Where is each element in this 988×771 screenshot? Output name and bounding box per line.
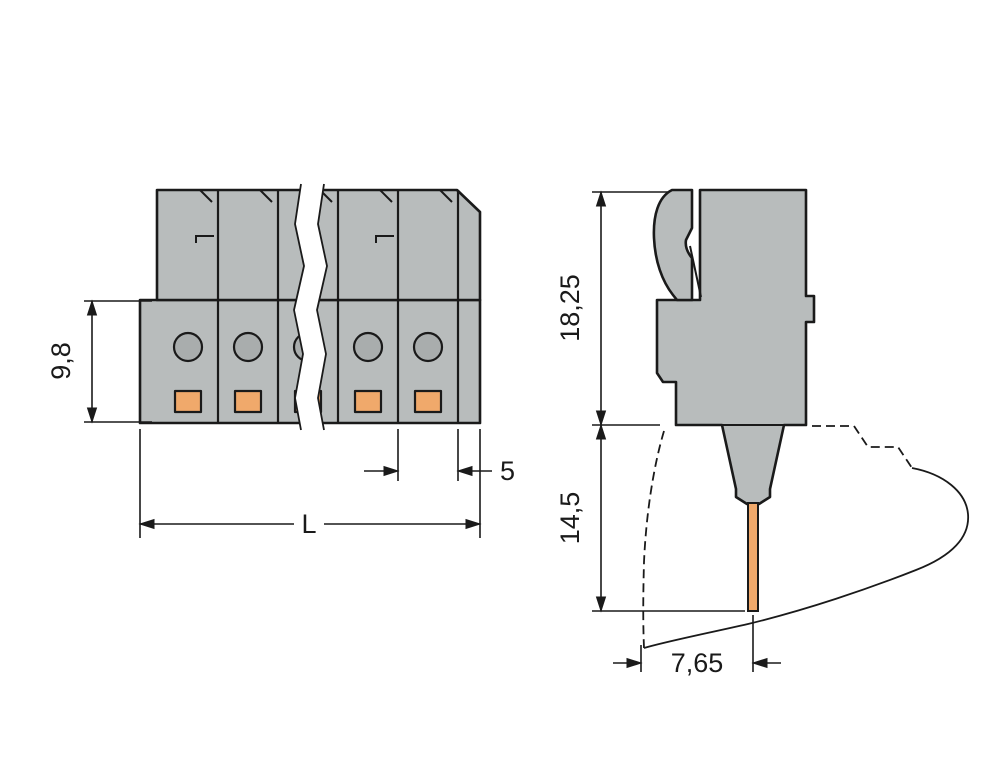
front-dimensions: 9,8 L 5: [46, 299, 515, 539]
dim-front-pitch: 5: [364, 429, 515, 486]
dim-side-lower: 14,5: [555, 423, 745, 613]
dim-front-length: L: [138, 429, 482, 539]
contact-hole: [352, 331, 384, 363]
latch-hook: [652, 188, 694, 302]
dim-label-front-length: L: [301, 509, 316, 539]
front-view: [138, 183, 482, 431]
panel-hidden-edge-right: [812, 425, 913, 469]
clamp-insert: [173, 389, 203, 414]
latch-lever-line: [689, 245, 702, 298]
dim-label-front-pitch: 5: [500, 456, 515, 486]
dim-label-side-offset: 7,65: [671, 648, 724, 678]
dim-arrow: [595, 410, 607, 427]
clamp-insert: [353, 389, 383, 414]
dim-side-upper: 18,25: [555, 190, 668, 427]
dim-arrow: [465, 518, 482, 530]
break-line-left: [293, 183, 305, 431]
dim-arrow: [383, 465, 400, 477]
dim-label-front-height: 9,8: [46, 342, 76, 380]
dim-arrow: [595, 596, 607, 613]
dim-arrow: [86, 299, 98, 316]
dim-arrow: [595, 423, 607, 440]
housing-chamfer-lines: [199, 189, 453, 203]
dim-front-height: 9,8: [46, 299, 152, 424]
side-dimensions: 18,25 14,5 7,65: [555, 190, 781, 678]
extension-lines: [84, 300, 152, 423]
dim-label-side-lower: 14,5: [555, 492, 585, 545]
dim-label-side-upper: 18,25: [555, 274, 585, 342]
dim-arrow: [138, 518, 155, 530]
dim-arrow: [595, 190, 607, 207]
dim-arrow: [626, 657, 643, 669]
dim-arrow: [456, 465, 473, 477]
latch-slot-marks: [195, 235, 394, 243]
extension-lines: [592, 191, 668, 426]
panel-hidden-edge-left: [642, 430, 665, 649]
extension-lines: [397, 429, 459, 481]
clamp-insert: [233, 389, 263, 414]
pole-divider-lines: [216, 190, 460, 423]
contact-hole: [172, 331, 204, 363]
panel-torn-edge: [643, 467, 969, 649]
dim-arrow: [86, 407, 98, 424]
clamp-insert: [413, 389, 443, 414]
side-view: [642, 188, 969, 649]
contact-hole: [232, 331, 264, 363]
contact-hole: [412, 331, 444, 363]
break-band: [294, 184, 327, 430]
extension-lines: [139, 429, 481, 538]
break-line-right: [316, 183, 328, 431]
dim-side-offset: 7,65: [613, 615, 781, 678]
dim-arrow: [751, 657, 768, 669]
solder-pin: [747, 502, 759, 612]
